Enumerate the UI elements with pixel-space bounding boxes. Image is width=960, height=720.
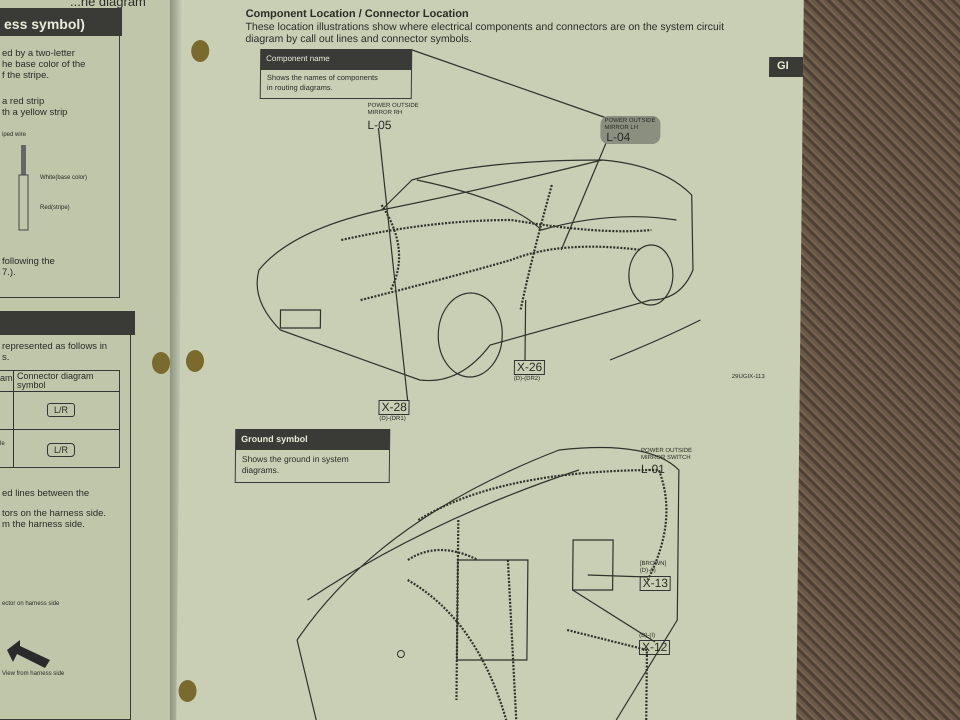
text-line: 7.). [2,267,16,278]
x26-code: X-26 [513,360,546,375]
connector-symbol: L/R [47,403,76,417]
x28-sub: (D)-(DR1) [379,416,406,422]
s2-intro: represented as follows in s. [2,341,107,363]
text-line: m the harness side. [2,519,85,530]
text-line: MIRROR SWITCH [640,455,691,461]
text-line: he base color of the [2,59,86,70]
ground-box-header: Ground symbol [235,429,391,449]
text-line: f the stripe. [2,70,49,81]
striped-wire-label: iped wire [2,132,27,138]
text-line: a red strip [2,96,45,107]
carpet-background [795,0,960,720]
l01-code: L-01 [640,462,665,476]
text-line: ed lines between the [2,488,90,499]
white-label: White(base color) [40,175,88,181]
table-cell: le [0,441,5,447]
l04-code: L-04 [606,130,631,144]
text-line: POWER OUTSIDE [641,448,693,454]
view-caption: View from harness side [2,671,65,677]
text-line: s. [2,352,10,363]
text-line: th a yellow strip [2,107,68,118]
text-line: following the [2,256,55,267]
section-box [0,36,120,298]
text-line: MIRROR RH [367,110,403,116]
left-page: ...he diagram ess symbol) ed by a two-le… [0,0,178,720]
table-header: Connector diagram symbol [17,371,94,390]
text-line: (D)-(I) [639,568,656,574]
arrow-icon [7,640,50,668]
text-line: diagrams. [241,465,280,475]
text-line: [BROWN] [639,561,667,567]
section2-header [0,311,135,335]
striped-wire-icon [18,145,29,231]
left-heading: ...he diagram [70,0,146,9]
text-line: represented as follows in [2,341,108,352]
ground-box: Shows the ground in system diagrams. [234,449,391,483]
text-line: Shows the ground in system [241,454,349,464]
connector-caption: ector on harness side [2,601,60,607]
x12-pre: (D)-(I) [639,633,656,639]
ground-symbol-icon [396,650,405,658]
l05-code: L-05 [367,118,392,132]
x13-pre: [BROWN](D)-(I) [640,561,666,575]
connector-table: am Connector diagram symbol le L/R L/R [0,370,120,468]
figure-id: 29UGIX-113 [731,374,765,380]
table-header: am [0,373,13,383]
wiring-illustration [256,49,701,720]
s1-footer: following the 7.). [2,256,55,278]
x26-sub: (D)-(DR2) [513,376,541,382]
s1-text: ed by a two-letter he base color of the … [2,48,85,81]
connector-symbol: L/R [47,443,76,457]
text-line: POWER OUTSIDE [367,103,419,109]
binder-hole [152,352,170,374]
section-header: ess symbol) [0,8,122,36]
right-page: Component Location / Connector Location … [176,0,804,720]
x12-code: X-12 [638,640,671,655]
s2-text: ed lines between the tors on the harness… [2,488,106,530]
x28-code: X-28 [378,400,410,415]
s1-example: a red strip th a yellow strip [2,96,67,118]
x13-code: X-13 [639,576,672,591]
red-label: Red(stripe) [40,205,70,211]
text-line: POWER OUTSIDE [604,118,656,124]
text-line: tors on the harness side. [2,508,107,519]
text-line: ed by a two-letter [2,48,75,59]
